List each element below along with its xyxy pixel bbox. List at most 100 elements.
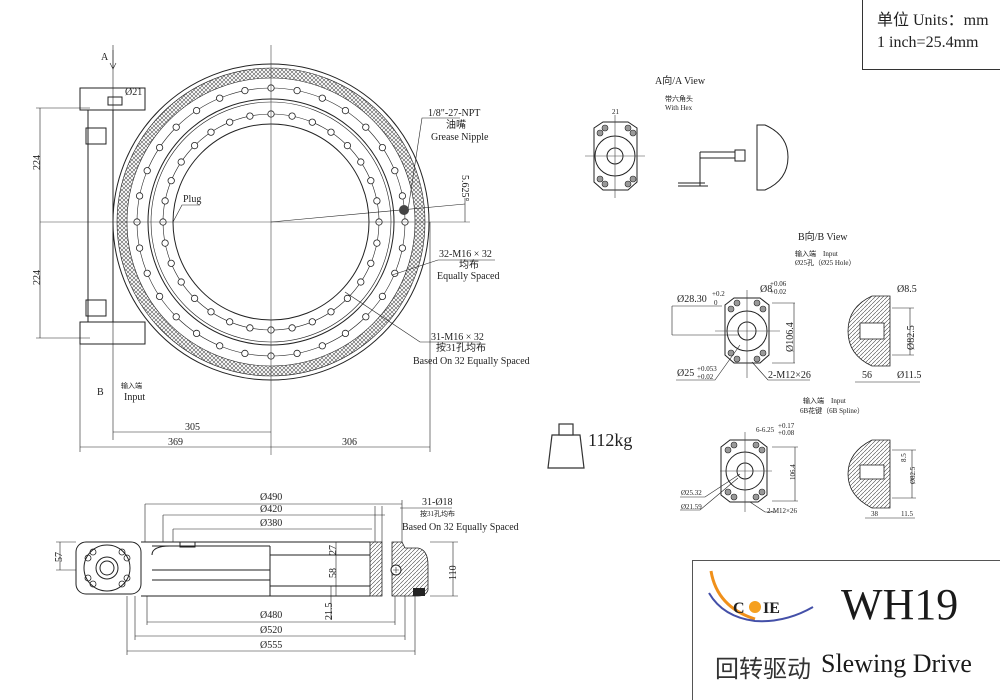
top-dim-lines (144, 500, 403, 542)
crank-handle-icon (678, 149, 746, 187)
bolt-hole (398, 192, 406, 200)
inner-holes-cn: 按31孔均布 (436, 341, 486, 354)
grease-cn: 油嘴 (446, 118, 466, 131)
bolt-hole (318, 342, 326, 350)
holes-spec: 31-Ø18 (422, 497, 453, 508)
bolt-hole (216, 94, 224, 102)
b-d28: Ø28.30 (677, 294, 707, 305)
spline-dims (680, 446, 798, 513)
a-view-housing-side (756, 124, 789, 191)
dim-306: 306 (342, 437, 357, 448)
spline-key: 6-6.25 (756, 426, 775, 434)
bearing-cap (85, 127, 107, 145)
outer-holes-en: Equally Spaced (437, 271, 499, 282)
a-view-flange (593, 121, 638, 191)
bottom-dim-lines (79, 222, 431, 452)
dim-d380: Ø380 (260, 518, 282, 529)
housing-curve (151, 545, 171, 556)
bolt-hole (241, 87, 249, 95)
bolt-hole (318, 94, 326, 102)
angle-line (270, 203, 466, 223)
housing-bottom-flange (79, 321, 146, 345)
b-d25-tol-low: +0.02 (697, 373, 714, 381)
bolt-hole (357, 278, 365, 286)
bolt-hole (193, 329, 201, 337)
dim-224-lines (36, 107, 90, 339)
spline-d82-5: Ø82.5 (909, 466, 917, 484)
spline-type: 6B花键（6B Spline） (800, 406, 864, 415)
bolt-hole (367, 259, 375, 267)
plug-boss (179, 541, 196, 548)
bolt-hole (172, 123, 180, 131)
b-view-centerlines (715, 290, 780, 378)
input-shaft-circle (95, 556, 119, 580)
bolt-hole (241, 349, 249, 357)
grease-en: Grease Nipple (431, 132, 489, 143)
spline-view: 输入端 Input 6B花键（6B Spline） 6-6.25 +0.17 +… (680, 396, 917, 519)
bolt-hole (161, 197, 169, 205)
spline-key-tol-up: +0.17 (778, 422, 795, 430)
bolt-hole (308, 118, 316, 126)
dim-224-bottom: 224 (32, 270, 43, 285)
bolt-hole (207, 308, 215, 316)
units-box: 单位 Units：mm 1 inch=25.4mm (862, 0, 1000, 70)
b-d8-tol-up: +0.06 (770, 280, 787, 288)
bolt-hole (156, 144, 164, 152)
holes-cn: 按31孔均布 (420, 509, 455, 518)
weight-label: 112kg (588, 430, 633, 450)
plug-leader (172, 204, 200, 223)
b-view-bolts (727, 299, 767, 363)
bolt-hole (341, 329, 349, 337)
bolt-hole (226, 118, 234, 126)
bolt-hole (343, 142, 351, 150)
bolt-hole (191, 142, 199, 150)
holes-en: Based On 32 Equally Spaced (402, 522, 519, 533)
b-d8-tol-low: +0.02 (770, 288, 787, 296)
a-view-title: A向/A View (655, 74, 706, 87)
dim-305: 305 (185, 422, 200, 433)
angle-label: 5.625° (459, 175, 470, 202)
bolt-hole (378, 144, 386, 152)
dim-d420: Ø420 (260, 504, 282, 515)
inner-holes-en: Based On 32 Equally Spaced (413, 356, 530, 367)
bolt-hole (343, 294, 351, 302)
a-view-sub: 带六角头 (665, 94, 693, 103)
dim-58: 58 (328, 568, 339, 578)
b-m12: 2-M12×26 (768, 370, 811, 381)
bolt-hole (362, 313, 370, 321)
bolt-hole (362, 123, 370, 131)
bolt-hole (398, 244, 406, 252)
b-leaders (676, 344, 810, 381)
units-line-1: 单位 Units：mm (877, 12, 989, 29)
bolt-hole (167, 177, 175, 185)
bolt-hole (177, 278, 185, 286)
a-view-bolts (596, 124, 637, 188)
input-en: Input (124, 392, 145, 403)
b-view-title: B向/B View (798, 230, 848, 243)
b-d56: 56 (862, 370, 872, 381)
dim-224-top: 224 (32, 155, 43, 170)
spline-d11-5: 11.5 (901, 510, 913, 518)
b-d106: Ø106.4 (785, 322, 796, 352)
svg-text:IE: IE (763, 600, 780, 617)
bolt-hole (308, 318, 316, 326)
b-d28-tol-up: +0.2 (712, 290, 725, 298)
b-d82-5: Ø82.5 (906, 325, 917, 350)
b-view-flange (724, 297, 770, 364)
input-shaft (107, 96, 123, 106)
input-flange (83, 544, 131, 592)
bolt-hole (216, 342, 224, 350)
plug-label: Plug (183, 194, 201, 205)
b-view-hole: Ø25孔（Ø25 Hole） (795, 259, 855, 267)
bolt-hole (167, 259, 175, 267)
dim-d480: Ø480 (260, 610, 282, 621)
spline-d38: 38 (871, 510, 879, 518)
weight-icon (547, 423, 585, 469)
bolt-hole (327, 128, 335, 136)
spline-section-shaft (859, 464, 885, 480)
inner-bolt-holes (159, 110, 383, 334)
b-d25: Ø25 (677, 368, 694, 379)
flange-bolts (84, 548, 131, 588)
